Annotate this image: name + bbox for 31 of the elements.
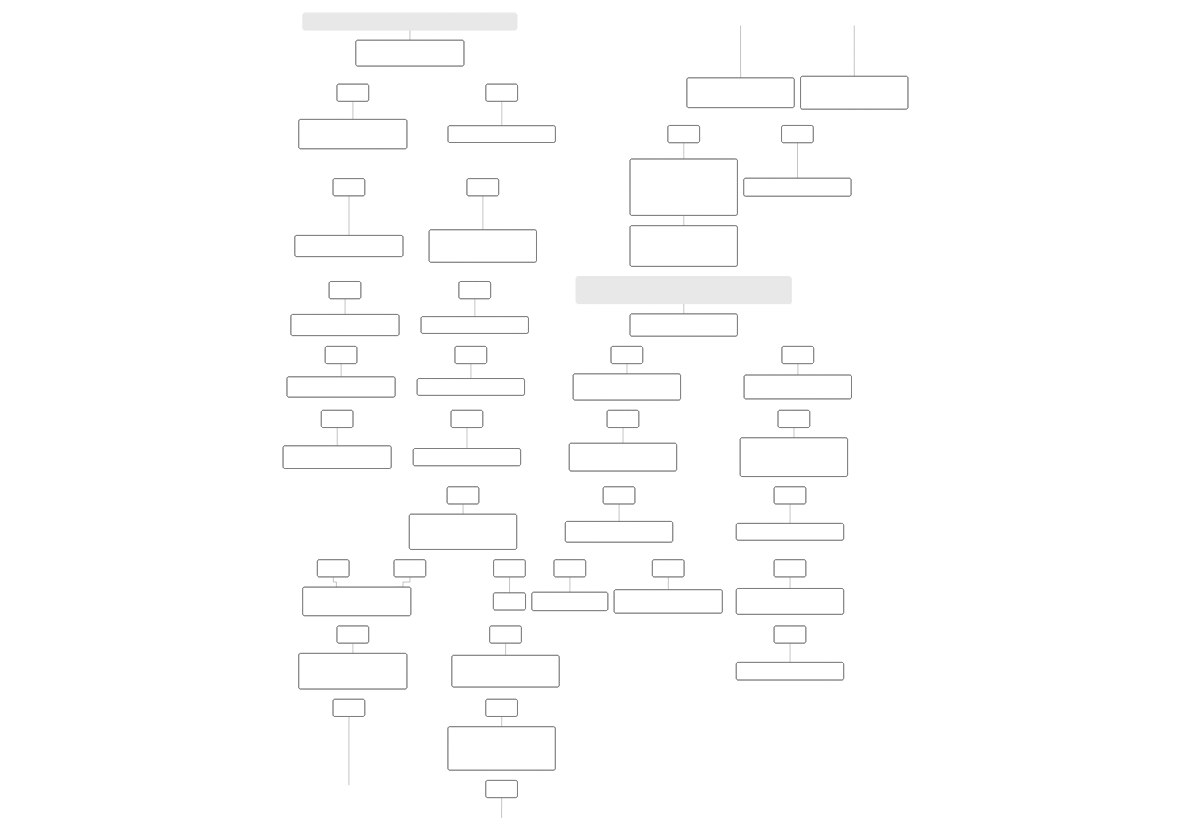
connector xyxy=(501,797,502,819)
connector xyxy=(789,576,791,589)
connector xyxy=(789,504,791,524)
connector xyxy=(462,504,464,515)
connector xyxy=(348,716,350,786)
connector xyxy=(668,576,669,591)
connector xyxy=(333,576,340,588)
connector xyxy=(501,716,502,728)
connector xyxy=(501,101,503,127)
connector xyxy=(352,101,354,120)
connector xyxy=(683,303,685,315)
connector xyxy=(626,363,628,375)
connector xyxy=(618,504,620,522)
connector xyxy=(482,195,484,231)
connector xyxy=(352,643,354,654)
connector xyxy=(797,142,798,179)
connector xyxy=(683,215,685,227)
connector xyxy=(344,298,346,315)
connector xyxy=(340,363,342,378)
connector xyxy=(854,25,855,77)
connector xyxy=(505,643,506,656)
connector xyxy=(740,25,741,79)
connector xyxy=(509,576,510,594)
connector xyxy=(470,363,472,379)
connector xyxy=(683,142,685,160)
connector xyxy=(569,576,571,593)
connector xyxy=(797,363,799,376)
connector xyxy=(789,643,791,663)
connector xyxy=(474,298,476,317)
connector xyxy=(409,30,411,41)
connector xyxy=(337,427,338,447)
